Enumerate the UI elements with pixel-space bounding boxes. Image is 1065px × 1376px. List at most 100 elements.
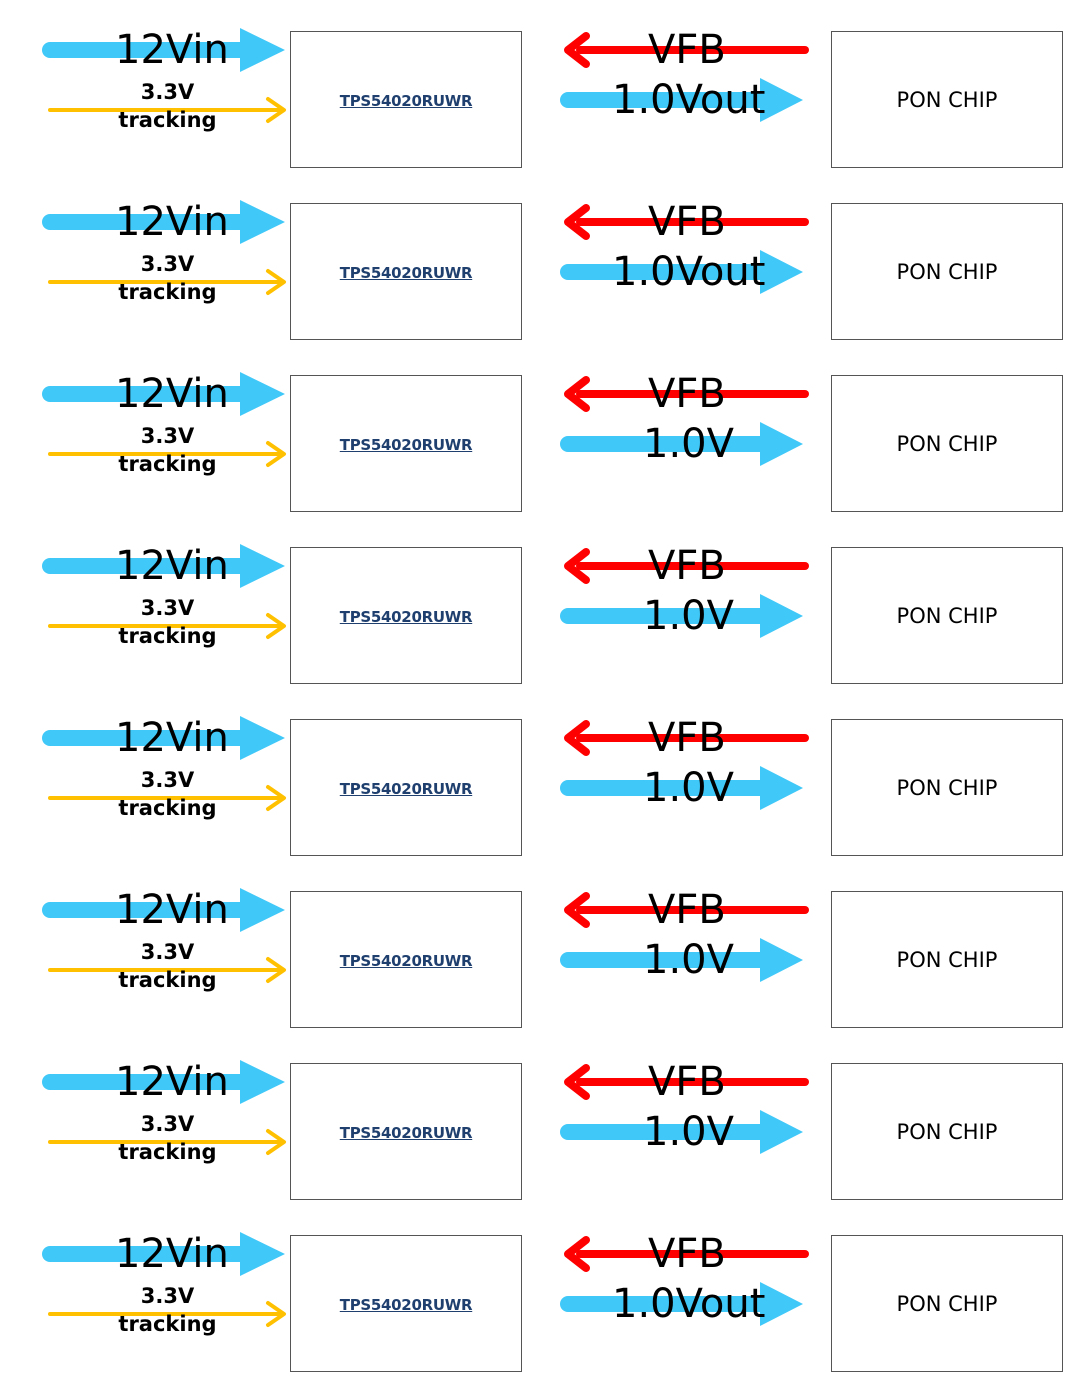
- tracking-voltage-label: 3.3V: [140, 80, 195, 104]
- tracking-voltage-label: 3.3V: [140, 1112, 195, 1136]
- input-voltage-label: 12Vin: [115, 1231, 229, 1277]
- pon-chip-box: PON CHIP: [831, 719, 1063, 856]
- feedback-arrow: [564, 720, 809, 756]
- input-voltage-label: 12Vin: [115, 887, 229, 933]
- tracking-arrow: [48, 97, 286, 123]
- output-arrow: [560, 1110, 803, 1154]
- feedback-arrow: [564, 32, 809, 68]
- feedback-label: VFB: [648, 715, 726, 761]
- tracking-arrow: [48, 269, 286, 295]
- tracking-word-label: tracking: [118, 108, 217, 132]
- feedback-label: VFB: [648, 371, 726, 417]
- feedback-arrow: [564, 376, 809, 412]
- power-row-3: TPS54020RUWR PON CHIP 12Vin 3.3V trackin…: [0, 344, 1065, 516]
- regulator-box: TPS54020RUWR: [290, 547, 522, 684]
- feedback-arrow: [564, 548, 809, 584]
- arrows-layer: [42, 716, 809, 811]
- output-arrow: [560, 78, 803, 122]
- feedback-arrow: [564, 1064, 809, 1100]
- tracking-word-label: tracking: [118, 796, 217, 820]
- tracking-voltage-label: 3.3V: [140, 1284, 195, 1308]
- tracking-label: 3.3V tracking: [105, 422, 230, 478]
- input-voltage-label: 12Vin: [115, 1059, 229, 1105]
- output-voltage-label: 1.0Vout: [612, 249, 766, 295]
- power-row-6: TPS54020RUWR PON CHIP 12Vin 3.3V trackin…: [0, 860, 1065, 1032]
- power-row-4: TPS54020RUWR PON CHIP 12Vin 3.3V trackin…: [0, 516, 1065, 688]
- output-arrow: [560, 250, 803, 294]
- feedback-label: VFB: [648, 1231, 726, 1277]
- tracking-label: 3.3V tracking: [105, 1110, 230, 1166]
- arrows-layer: [42, 200, 809, 295]
- feedback-label: VFB: [648, 27, 726, 73]
- input-voltage-label: 12Vin: [115, 543, 229, 589]
- output-voltage-label: 1.0Vout: [612, 1281, 766, 1327]
- pon-chip-box: PON CHIP: [831, 203, 1063, 340]
- regulator-label: TPS54020RUWR: [339, 92, 473, 110]
- tracking-voltage-label: 3.3V: [140, 424, 195, 448]
- input-arrow: [42, 1232, 285, 1276]
- regulator-box: TPS54020RUWR: [290, 891, 522, 1028]
- arrows-layer: [42, 1232, 809, 1327]
- regulator-label: TPS54020RUWR: [339, 436, 473, 454]
- input-arrow: [42, 888, 285, 932]
- output-arrow: [560, 1282, 803, 1326]
- tracking-arrow: [48, 1301, 286, 1327]
- input-arrow: [42, 200, 285, 244]
- pon-chip-box: PON CHIP: [831, 547, 1063, 684]
- feedback-label: VFB: [648, 887, 726, 933]
- regulator-label: TPS54020RUWR: [339, 952, 473, 970]
- power-row-7: TPS54020RUWR PON CHIP 12Vin 3.3V trackin…: [0, 1032, 1065, 1204]
- pon-chip-label: PON CHIP: [896, 776, 998, 800]
- output-voltage-label: 1.0V: [643, 421, 734, 467]
- output-voltage-label: 1.0V: [643, 765, 734, 811]
- pon-chip-box: PON CHIP: [831, 375, 1063, 512]
- tracking-word-label: tracking: [118, 968, 217, 992]
- feedback-arrow: [564, 1236, 809, 1272]
- pon-chip-label: PON CHIP: [896, 260, 998, 284]
- output-arrow: [560, 938, 803, 982]
- pon-chip-box: PON CHIP: [831, 31, 1063, 168]
- pon-chip-label: PON CHIP: [896, 948, 998, 972]
- tracking-word-label: tracking: [118, 624, 217, 648]
- power-row-8: TPS54020RUWR PON CHIP 12Vin 3.3V trackin…: [0, 1204, 1065, 1376]
- regulator-box: TPS54020RUWR: [290, 375, 522, 512]
- output-arrow: [560, 594, 803, 638]
- tracking-arrow: [48, 1129, 286, 1155]
- regulator-label: TPS54020RUWR: [339, 608, 473, 626]
- tracking-arrow: [48, 957, 286, 983]
- tracking-word-label: tracking: [118, 1312, 217, 1336]
- arrows-layer: [42, 1060, 809, 1155]
- tracking-voltage-label: 3.3V: [140, 596, 195, 620]
- regulator-box: TPS54020RUWR: [290, 719, 522, 856]
- tracking-voltage-label: 3.3V: [140, 768, 195, 792]
- pon-chip-label: PON CHIP: [896, 604, 998, 628]
- output-voltage-label: 1.0Vout: [612, 77, 766, 123]
- regulator-label: TPS54020RUWR: [339, 1296, 473, 1314]
- feedback-label: VFB: [648, 1059, 726, 1105]
- feedback-label: VFB: [648, 543, 726, 589]
- tracking-voltage-label: 3.3V: [140, 940, 195, 964]
- input-arrow: [42, 1060, 285, 1104]
- tracking-word-label: tracking: [118, 1140, 217, 1164]
- input-voltage-label: 12Vin: [115, 27, 229, 73]
- tracking-label: 3.3V tracking: [105, 250, 230, 306]
- pon-chip-box: PON CHIP: [831, 891, 1063, 1028]
- regulator-label: TPS54020RUWR: [339, 1124, 473, 1142]
- output-voltage-label: 1.0V: [643, 593, 734, 639]
- tracking-voltage-label: 3.3V: [140, 252, 195, 276]
- regulator-box: TPS54020RUWR: [290, 1235, 522, 1372]
- output-arrow: [560, 422, 803, 466]
- tracking-label: 3.3V tracking: [105, 766, 230, 822]
- tracking-label: 3.3V tracking: [105, 78, 230, 134]
- regulator-box: TPS54020RUWR: [290, 1063, 522, 1200]
- input-voltage-label: 12Vin: [115, 199, 229, 245]
- regulator-box: TPS54020RUWR: [290, 31, 522, 168]
- input-arrow: [42, 372, 285, 416]
- input-arrow: [42, 544, 285, 588]
- power-row-5: TPS54020RUWR PON CHIP 12Vin 3.3V trackin…: [0, 688, 1065, 860]
- output-voltage-label: 1.0V: [643, 937, 734, 983]
- pon-chip-label: PON CHIP: [896, 1292, 998, 1316]
- regulator-label: TPS54020RUWR: [339, 780, 473, 798]
- arrows-layer: [42, 372, 809, 467]
